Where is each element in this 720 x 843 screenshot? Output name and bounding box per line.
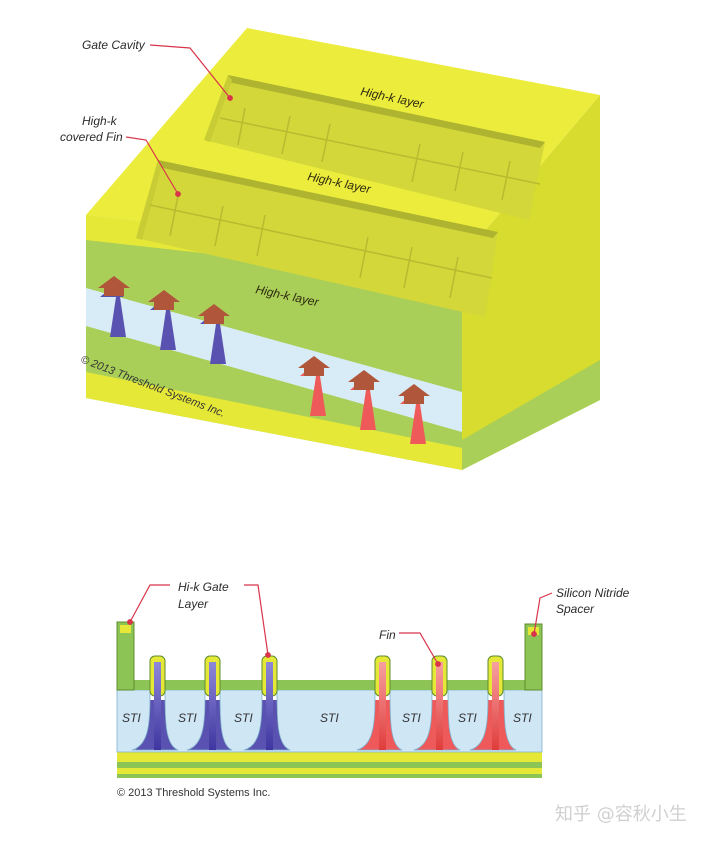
- fin-label: Fin: [379, 628, 396, 642]
- hik-gate-leader-right: [244, 584, 271, 658]
- fins-purple: [149, 655, 278, 750]
- gate-cavity-2: [136, 160, 498, 317]
- front-fins: [98, 276, 430, 444]
- watermark: 知乎 @容秋小生: [555, 804, 687, 825]
- high-k-fin-leader: [125, 136, 181, 197]
- sti-label-4: STI: [320, 711, 339, 725]
- gate-metal-layer: [117, 680, 542, 690]
- high-k-fin-label-line2: covered Fin: [60, 130, 123, 144]
- fins-red: [374, 655, 504, 750]
- finfet-cross-section: STI STI STI STI STI STI STI Hi-k Gate La…: [116, 580, 630, 799]
- hik-gate-leader-left: [127, 584, 170, 625]
- spacer-right: [524, 623, 543, 691]
- spacer-left-cap: [120, 625, 131, 633]
- sti-label-5: STI: [402, 711, 421, 725]
- block-right-face-lower: [462, 360, 600, 470]
- spacer-label-line1: Silicon Nitride: [556, 586, 630, 600]
- block-right-face: [462, 95, 600, 470]
- substrate-green-bottom: [117, 774, 542, 778]
- hik-gate-label-line1: Hi-k Gate: [178, 580, 229, 594]
- front-bottom-yellow: [86, 372, 462, 470]
- sti-label-1: STI: [122, 711, 141, 725]
- substrate-yellow-bottom: [117, 768, 542, 774]
- gate-cavity-label: Gate Cavity: [82, 38, 146, 52]
- substrate-green: [117, 762, 542, 768]
- sti-label-6: STI: [458, 711, 477, 725]
- substrate-yellow-top: [117, 752, 542, 762]
- spacer-left: [116, 621, 135, 691]
- high-k-fin-label-line1: High-k: [82, 114, 118, 128]
- finfet-3d-block: High-k layer High-k layer High-k layer G…: [60, 28, 600, 470]
- spacer-right-cap: [528, 627, 539, 635]
- copyright-cross-section: © 2013 Threshold Systems Inc.: [117, 787, 270, 799]
- gate-cavity-leader: [149, 44, 233, 101]
- sti-label-2: STI: [178, 711, 197, 725]
- hik-gate-label-line2: Layer: [178, 597, 209, 611]
- sti-label-3: STI: [234, 711, 253, 725]
- sti-label-7: STI: [513, 711, 532, 725]
- fin-leader: [399, 632, 441, 667]
- spacer-leader: [531, 592, 553, 637]
- spacer-label-line2: Spacer: [556, 602, 595, 616]
